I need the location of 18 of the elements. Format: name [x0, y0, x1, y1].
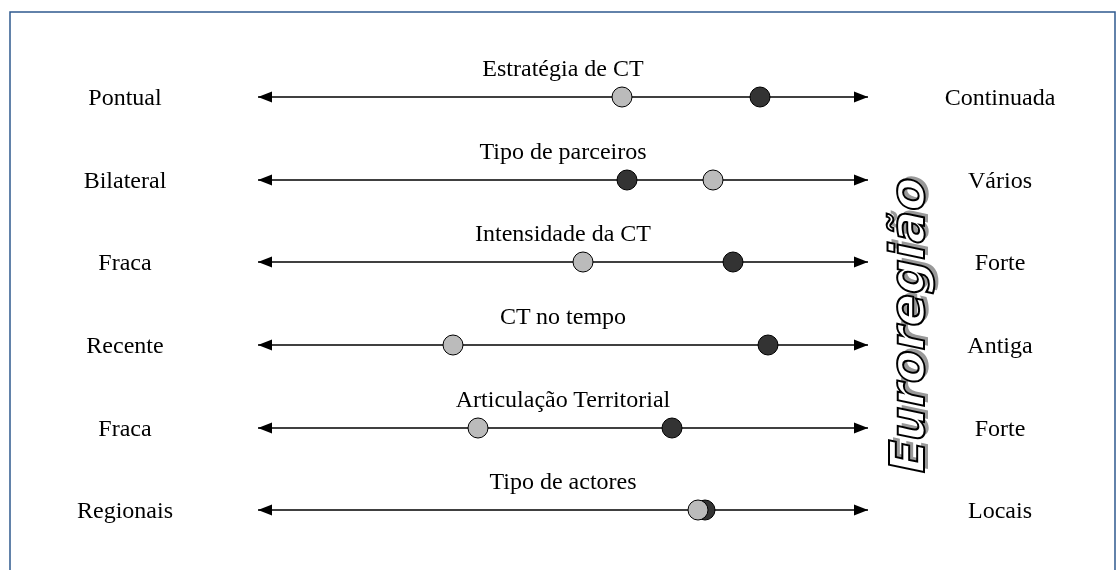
scale-title: Tipo de parceiros [479, 137, 647, 165]
pole-label: Forte [974, 414, 1026, 442]
scale-title: Tipo de actores [489, 467, 637, 495]
pole-label: Forte [974, 248, 1026, 276]
pole-label: Continuada [944, 83, 1056, 111]
pole-label: Fraca [98, 414, 152, 442]
scale-title: Estratégia de CT [482, 54, 644, 82]
pole-label: Antiga [967, 331, 1033, 359]
pole-label: Recente [86, 331, 164, 359]
pole-label: Locais [968, 496, 1032, 524]
pole-label: Pontual [88, 83, 162, 111]
scale-title: Intensidade da CT [475, 219, 651, 247]
pole-label: Bilateral [83, 166, 167, 194]
scale-title: Articulação Territorial [455, 385, 671, 413]
scale-title: CT no tempo [499, 302, 627, 330]
pole-label: Regionais [77, 496, 173, 524]
pole-label: Vários [968, 166, 1032, 194]
pole-label: Fraca [98, 248, 152, 276]
